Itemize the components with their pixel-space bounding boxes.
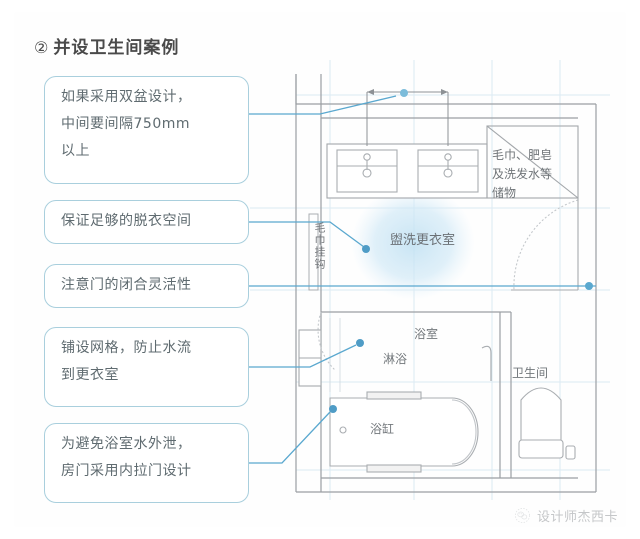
- label-bathtub: 浴缸: [370, 422, 395, 436]
- callout-line: 如果采用双盆设计，: [61, 89, 192, 105]
- callout-undress-space[interactable]: 保证足够的脱衣空间: [44, 200, 249, 244]
- label-bathroom: 浴室: [414, 327, 439, 341]
- callout-line: 中间要间隔750mm: [61, 116, 190, 132]
- wechat-account-icon: [514, 507, 530, 524]
- page-title-number: ②: [34, 38, 50, 57]
- label-washing-changing-room: 盥洗更衣室: [390, 233, 456, 248]
- label-towel-hook: 毛巾挂钩: [313, 222, 326, 270]
- watermark-text: 设计师杰西卡: [536, 510, 618, 525]
- callout-line: 为避免浴室水外泄，: [61, 436, 192, 452]
- page-title-text: 并设卫生间案例: [53, 38, 180, 58]
- label-toilet-room: 卫生间: [512, 366, 549, 380]
- watermark: 设计师杰西卡: [514, 506, 618, 525]
- callout-line: 铺设网格，防止水流: [61, 340, 192, 356]
- callout-line: 到更衣室: [61, 367, 119, 383]
- callout-line: 以上: [61, 143, 90, 159]
- callout-dual-basin[interactable]: 如果采用双盆设计， 中间要间隔750mm 以上: [44, 76, 249, 184]
- callout-line: 注意门的闭合灵活性: [61, 277, 192, 293]
- label-shower: 淋浴: [383, 352, 408, 366]
- callout-line: 房门采用内拉门设计: [61, 463, 192, 479]
- callout-line: 保证足够的脱衣空间: [61, 213, 192, 229]
- callout-inward-door[interactable]: 为避免浴室水外泄， 房门采用内拉门设计: [44, 423, 249, 503]
- callout-door-flex[interactable]: 注意门的闭合灵活性: [44, 264, 249, 308]
- callout-grid-drain[interactable]: 铺设网格，防止水流 到更衣室: [44, 327, 249, 407]
- label-storage: 毛巾、肥皂及洗发水等储物: [492, 148, 553, 200]
